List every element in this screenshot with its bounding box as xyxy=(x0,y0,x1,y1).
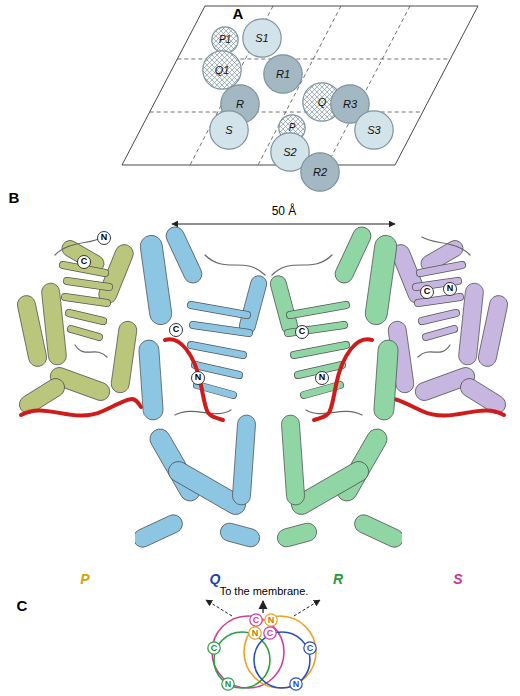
node-label: Q1 xyxy=(215,65,230,76)
panel-letter: R xyxy=(333,572,343,587)
circle-node: C xyxy=(249,613,263,627)
protein-cartoon xyxy=(16,224,510,550)
node-label: C xyxy=(211,644,218,653)
node-label: Q xyxy=(318,97,327,108)
panel-letter: Q xyxy=(210,572,221,587)
terminus-marker: C xyxy=(295,325,309,339)
node-label: R3 xyxy=(343,99,357,110)
circle-node: C xyxy=(263,626,277,640)
node-label: N xyxy=(225,680,232,689)
terminus-marker: C xyxy=(77,255,91,269)
circle-node: N xyxy=(264,613,278,627)
node-label: S2 xyxy=(283,147,296,158)
panel-letter: S xyxy=(453,572,462,587)
panel-letter: P xyxy=(80,572,89,587)
node-label: C xyxy=(307,644,314,653)
panel-letter: B xyxy=(9,190,20,207)
circle-node: S1 xyxy=(242,18,282,58)
node-label: S1 xyxy=(255,33,268,44)
terminus-marker: N xyxy=(315,371,329,385)
dashed-arrow xyxy=(206,600,320,616)
node-label: R xyxy=(236,99,244,110)
circle-node: R2 xyxy=(300,152,340,192)
node-label: S xyxy=(225,125,232,136)
circle-node: C xyxy=(303,641,317,655)
topology-circles xyxy=(212,616,316,688)
dimension-arrow xyxy=(172,224,395,225)
circle-node: Q1 xyxy=(202,50,242,90)
node-label: N xyxy=(293,680,300,689)
node-label: S3 xyxy=(367,125,380,136)
node-label: N xyxy=(252,629,259,638)
circle-node: N xyxy=(289,677,303,691)
annotation: To the membrane. xyxy=(220,585,309,597)
circle-node: R1 xyxy=(263,54,303,94)
node-label: N xyxy=(268,616,275,625)
terminus-marker: C xyxy=(169,323,183,337)
node-label: C xyxy=(253,616,260,625)
node-label: R1 xyxy=(276,69,290,80)
circle-node: N xyxy=(221,677,235,691)
terminus-marker: N xyxy=(191,371,205,385)
circle-node: N xyxy=(248,626,262,640)
panel-letter: A xyxy=(233,6,244,23)
circle-node: S3 xyxy=(354,110,394,150)
node-label: C xyxy=(267,629,274,638)
circle-node: P1 xyxy=(211,26,239,54)
membrane-arrow xyxy=(262,601,263,613)
annotation: 50 Å xyxy=(272,205,297,218)
circle-node: S xyxy=(209,110,249,150)
node-label: R2 xyxy=(313,167,327,178)
circle-node: C xyxy=(207,641,221,655)
node-label: P xyxy=(289,123,296,133)
terminus-marker: N xyxy=(443,282,457,296)
panel-letter: C xyxy=(17,598,28,615)
terminus-marker: C xyxy=(420,285,434,299)
terminus-marker: N xyxy=(97,231,111,245)
node-label: P1 xyxy=(219,35,231,45)
